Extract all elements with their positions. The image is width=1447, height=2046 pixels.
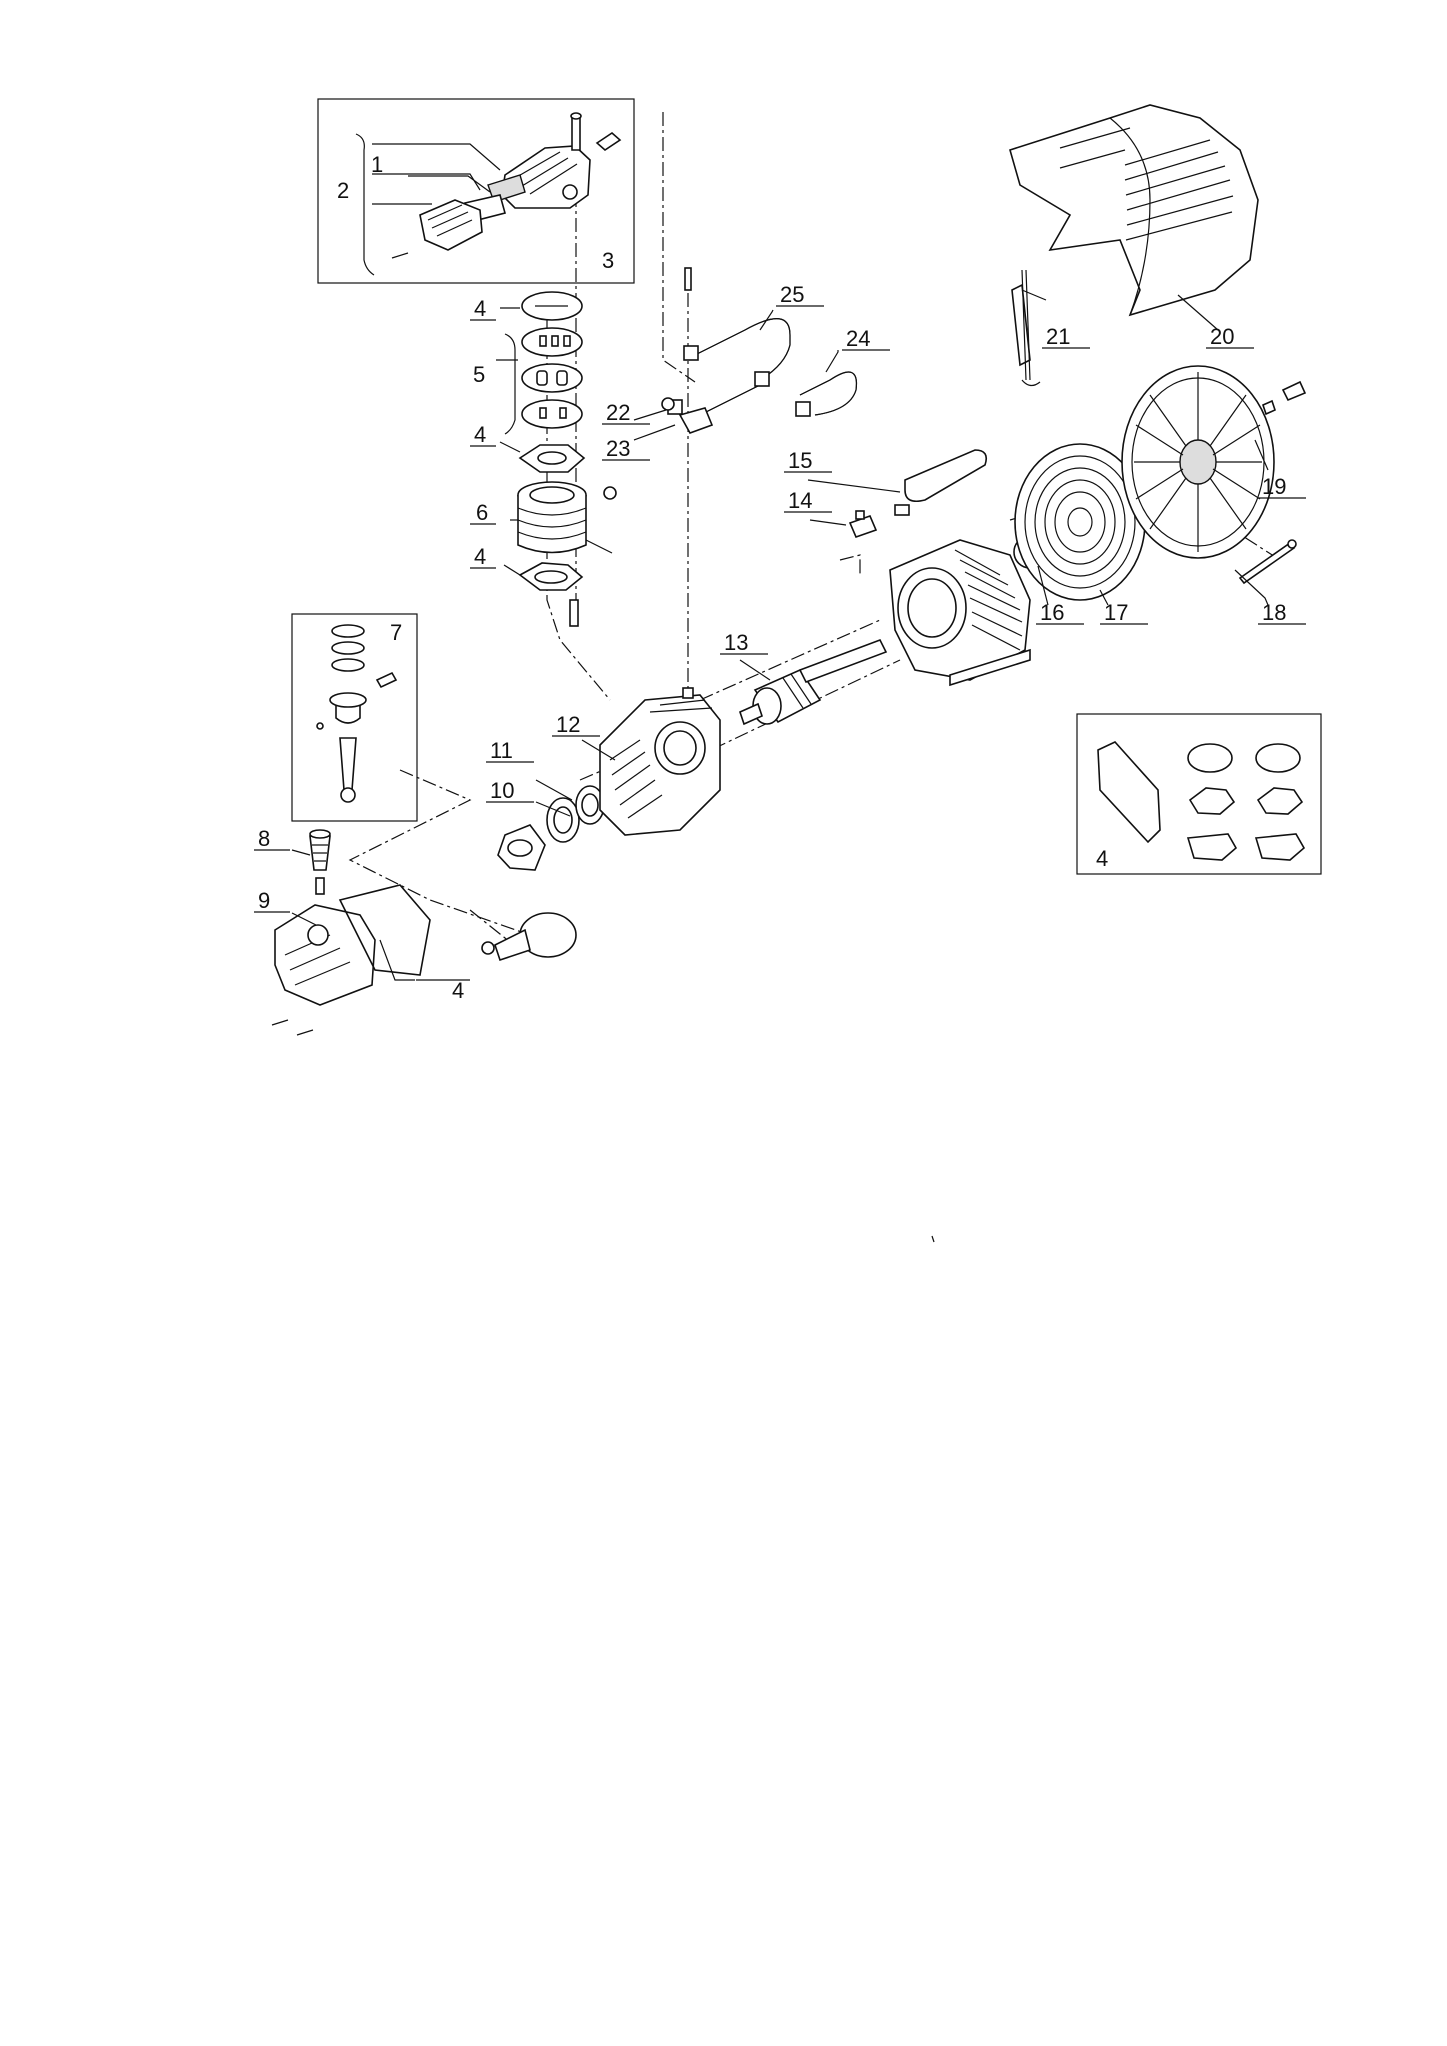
bearing-seal-part bbox=[546, 785, 605, 843]
leader-lines bbox=[291, 133, 1269, 981]
callout-label-4-lower: 4 bbox=[470, 544, 496, 569]
callout-label-13: 13 bbox=[720, 630, 768, 655]
gasket-kit-part bbox=[1097, 741, 1306, 861]
svg-text:21: 21 bbox=[1046, 324, 1070, 349]
svg-text:10: 10 bbox=[490, 778, 514, 803]
svg-text:13: 13 bbox=[724, 630, 748, 655]
svg-text:12: 12 bbox=[556, 712, 580, 737]
stator-housing-part bbox=[889, 539, 1031, 687]
svg-text:4: 4 bbox=[474, 544, 486, 569]
callout-label-22: 22 bbox=[602, 400, 650, 425]
rotor-part bbox=[739, 638, 888, 726]
power-cable-part bbox=[1011, 269, 1041, 387]
svg-text:4: 4 bbox=[474, 296, 486, 321]
crankshaft-part bbox=[497, 824, 546, 871]
svg-text:25: 25 bbox=[780, 282, 804, 307]
cylinder-part bbox=[517, 481, 617, 554]
callout-label-4-middle: 4 bbox=[470, 422, 496, 447]
callout-label-23: 23 bbox=[602, 436, 650, 461]
callout-label-10: 10 bbox=[486, 778, 534, 803]
svg-text:5: 5 bbox=[473, 362, 485, 387]
svg-text:18: 18 bbox=[1262, 600, 1286, 625]
callout-label-20: 20 bbox=[1206, 324, 1254, 349]
svg-text:24: 24 bbox=[846, 326, 870, 351]
callout-label-12: 12 bbox=[552, 712, 600, 737]
piston-kit-part bbox=[316, 624, 398, 803]
callout-label-11: 11 bbox=[486, 738, 534, 763]
capacitor-part bbox=[894, 449, 988, 516]
tie-rod-part bbox=[1238, 539, 1297, 585]
svg-text:9: 9 bbox=[258, 888, 270, 913]
svg-text:16: 16 bbox=[1040, 600, 1064, 625]
callout-label-15: 15 bbox=[784, 448, 832, 473]
callout-label-7: 7 bbox=[390, 620, 402, 645]
valve-gasket-stack-part bbox=[518, 291, 586, 473]
gasket-kit-group-box bbox=[1076, 713, 1322, 875]
callout-label-8: 8 bbox=[254, 826, 290, 851]
callout-label-21: 21 bbox=[1042, 324, 1090, 349]
terminal-block-part bbox=[848, 510, 878, 539]
callout-label-1: 1 bbox=[371, 152, 383, 177]
svg-text:4: 4 bbox=[452, 978, 464, 1003]
callout-label-5: 5 bbox=[473, 362, 485, 387]
crankcase-cover-part bbox=[271, 884, 431, 1036]
svg-text:7: 7 bbox=[390, 620, 402, 645]
svg-text:2: 2 bbox=[337, 178, 349, 203]
crankcase-part bbox=[599, 687, 721, 836]
callout-label-17: 17 bbox=[1100, 600, 1148, 625]
svg-text:17: 17 bbox=[1104, 600, 1128, 625]
svg-text:14: 14 bbox=[788, 488, 812, 513]
svg-text:1: 1 bbox=[371, 152, 383, 177]
callout-label-14: 14 bbox=[784, 488, 832, 513]
svg-text:19: 19 bbox=[1262, 474, 1286, 499]
svg-text:4: 4 bbox=[1096, 846, 1108, 871]
svg-text:8: 8 bbox=[258, 826, 270, 851]
callout-label-18: 18 bbox=[1258, 600, 1306, 625]
lower-gasket-part bbox=[518, 562, 584, 627]
callout-label-4-bottom: 4 bbox=[416, 978, 470, 1003]
callout-label-25: 25 bbox=[776, 282, 824, 307]
callout-label-6: 6 bbox=[470, 500, 496, 525]
svg-text:20: 20 bbox=[1210, 324, 1234, 349]
callout-label-16: 16 bbox=[1036, 600, 1084, 625]
connecting-rod-part bbox=[481, 912, 577, 962]
svg-text:4: 4 bbox=[474, 422, 486, 447]
stray-mark bbox=[931, 1235, 935, 1243]
breather-plug-part bbox=[309, 829, 331, 895]
fan-part bbox=[1121, 365, 1307, 559]
fan-cover-part bbox=[1009, 104, 1259, 317]
svg-text:3: 3 bbox=[602, 248, 614, 273]
svg-text:22: 22 bbox=[606, 400, 630, 425]
fan-guard-part bbox=[1014, 443, 1146, 601]
svg-text:11: 11 bbox=[490, 738, 513, 763]
air-tube-part bbox=[661, 267, 858, 434]
cylinder-head-group-box bbox=[317, 98, 635, 284]
svg-text:6: 6 bbox=[476, 500, 488, 525]
svg-text:23: 23 bbox=[606, 436, 630, 461]
callout-label-3: 3 bbox=[602, 248, 614, 273]
piston-kit-group-box bbox=[291, 613, 418, 822]
callout-label-19: 19 bbox=[1258, 474, 1306, 499]
valve-plate-part bbox=[391, 174, 526, 259]
callout-label-2: 2 bbox=[337, 178, 349, 203]
callout-label-4-upper: 4 bbox=[470, 296, 496, 321]
callout-label-24: 24 bbox=[842, 326, 890, 351]
callout-label-9: 9 bbox=[254, 888, 290, 913]
callout-label-4-gasket-kit: 4 bbox=[1096, 846, 1108, 871]
svg-text:15: 15 bbox=[788, 448, 812, 473]
